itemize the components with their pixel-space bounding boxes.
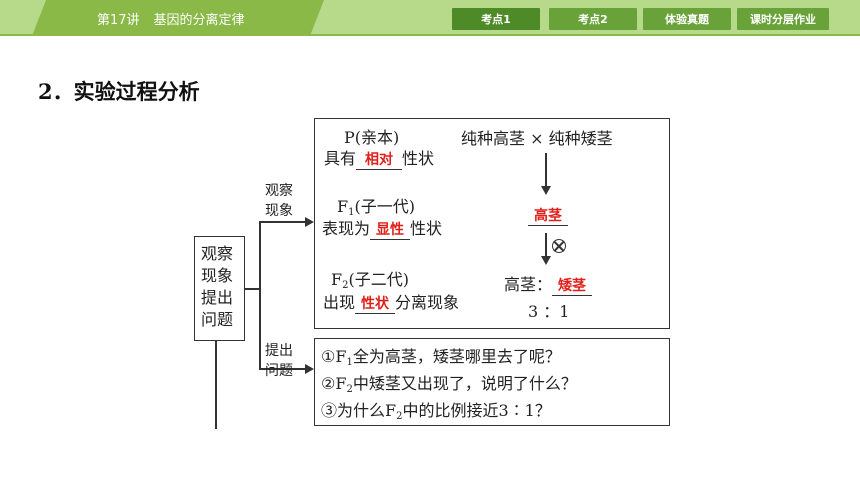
f2-result: 高茎： 矮茎 [504,271,593,296]
left-box-line: 问题 [201,310,234,329]
connector-down [215,341,217,429]
lecture-name: 基因的分离定律 [153,13,245,28]
self-cross-icon: ⊗ [552,239,566,253]
segregation-ratio: 3 ：1 [528,302,570,321]
top-header-bar: 第17讲基因的分离定律 考点1 考点2 体验真题 课时分层作业 [0,0,860,36]
connector-lower [259,368,307,370]
connector-upper [259,221,307,223]
header-divider [0,34,860,36]
f2-statement: 出现性状分离现象 [323,289,459,314]
question-1: ①F1全为高茎，矮茎哪里去了呢？ [321,343,561,368]
text-fragment: (子一代) [354,197,415,216]
self-down-line [545,233,547,257]
tab-label: 课时分层作业 [750,13,816,26]
lecture-title: 第17讲基因的分离定律 [97,9,245,28]
tab-label: 考点1 [481,13,511,26]
text-fragment: ①F [321,347,347,366]
question-2: ②F2中矮茎又出现了，说明了什么？ [321,370,577,395]
question-3: ③为什么F2中的比例接近3∶1？ [321,397,551,422]
p-statement: 具有相对性状 [324,145,434,170]
observation-box [314,118,670,329]
connector-vertical [259,221,261,369]
answer-text: 相对 [365,152,394,168]
text-fragment: 性状 [410,219,443,238]
answer-blank: 矮茎 [552,275,593,296]
text-fragment: ②F [321,374,347,393]
left-box-line: 现象 [201,266,234,285]
text-fragment: 性状 [402,149,435,168]
answer-text: 矮茎 [558,278,587,294]
text-fragment: ③为什么F [321,401,397,420]
text-fragment: 高茎： [504,275,553,294]
text-fragment: F [331,270,343,289]
answer-text: 显性 [376,222,405,238]
arrow-right-icon [305,364,314,374]
left-box-line: 提出 [201,288,234,307]
text-fragment: 全为高茎，矮茎哪里去了呢？ [352,347,561,366]
answer-text: 性状 [361,296,390,312]
text-fragment: F [337,197,349,216]
answer-blank: 高茎 [528,205,568,226]
text-fragment: 出现 [323,293,356,312]
subscript: 1 [346,357,353,368]
answer-text: 高茎 [534,208,562,224]
p-label: P(亲本) [344,128,400,147]
arrow-down-icon [541,186,551,195]
tab-kaodian-1[interactable]: 考点1 [452,8,540,30]
text-fragment: 分离现象 [395,293,460,312]
cross-down-line [545,153,547,187]
tab-kaodian-2[interactable]: 考点2 [549,8,637,30]
tab-label: 考点2 [578,13,608,26]
answer-blank: 性状 [355,293,396,314]
subscript: 2 [396,411,403,422]
text-fragment: (子二代) [348,270,409,289]
text-fragment: 中的比例接近3∶1？ [402,401,551,420]
branch-label-line: 提出 [265,343,293,359]
tab-label: 体验真题 [665,13,709,26]
arrow-right-icon [305,217,314,227]
subscript: 2 [342,280,349,291]
branch-label-line: 问题 [265,363,293,379]
left-box-line: 观察 [201,244,234,263]
lecture-title-banner [32,0,324,36]
text-fragment: 表现为 [322,219,371,238]
branch-label-question: 提出 问题 [265,341,293,381]
f1-result: 高茎 [528,205,568,226]
branch-label-observe: 观察 现象 [265,181,293,221]
f1-label: F1(子一代) [337,193,415,218]
section-heading: 2．实验过程分析 [38,79,200,104]
f2-label: F2(子二代) [331,266,409,291]
tab-homework[interactable]: 课时分层作业 [737,8,829,30]
arrow-down-icon [541,256,551,265]
lecture-number: 第17讲 [97,13,140,28]
text-fragment: 中矮茎又出现了，说明了什么？ [352,374,577,393]
answer-blank: 显性 [370,219,411,240]
answer-blank: 相对 [356,149,403,170]
tab-exam-practice[interactable]: 体验真题 [643,8,731,30]
branch-label-line: 现象 [265,203,293,219]
text-fragment: 具有 [324,149,357,168]
connector-out [245,288,260,290]
left-box-observe-question: 观察 现象 提出 问题 [194,236,245,341]
branch-label-line: 观察 [265,183,293,199]
parent-cross: 纯种高茎 × 纯种矮茎 [461,129,613,148]
f1-statement: 表现为显性性状 [322,215,442,240]
subscript: 1 [348,207,355,218]
subscript: 2 [346,384,353,395]
questions-box [314,338,670,426]
